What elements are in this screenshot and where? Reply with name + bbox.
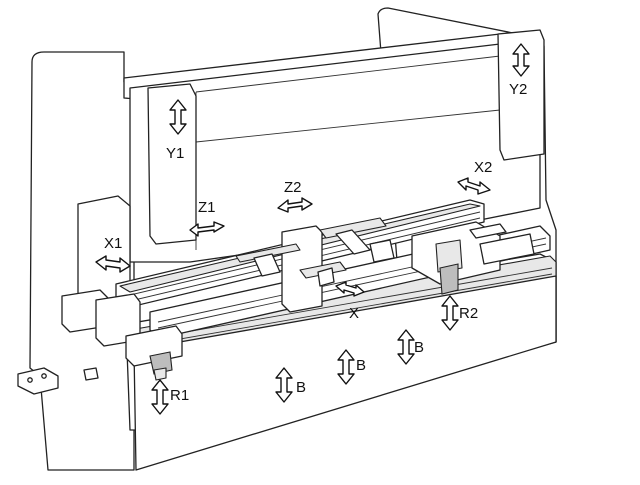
axis-label-z2: Z2 [284, 179, 302, 196]
r2-arrow-icon [441, 295, 459, 331]
b-arrow-icon-1 [275, 367, 293, 403]
b-arrow-icon-3 [397, 329, 415, 365]
axis-label-b2: B [356, 357, 367, 374]
b-arrow-icon-2 [337, 349, 355, 385]
axis-label-b3: B [414, 339, 425, 356]
axis-label-y2: Y2 [509, 81, 528, 98]
y1-arrow-icon [169, 99, 187, 135]
axis-label-r2: R2 [459, 305, 479, 322]
axis-label-b1: B [296, 379, 307, 396]
z1-arrow-icon [189, 221, 225, 237]
z2-arrow-icon [277, 197, 313, 213]
axis-label-x1: X1 [104, 235, 123, 252]
axis-label-x: X [349, 305, 360, 322]
y2-cylinder-column [497, 29, 545, 161]
center-slider [319, 217, 387, 239]
y2-arrow-icon [512, 43, 530, 77]
axis-label-x2: X2 [474, 159, 493, 176]
axis-label-z1: Z1 [198, 199, 216, 216]
z1-slider [235, 243, 301, 263]
axis-label-r1: R1 [170, 387, 190, 404]
r1-arrow-icon [151, 379, 169, 415]
x1-arrow-icon [95, 255, 131, 273]
foot-pad [17, 367, 59, 395]
axis-label-y1: Y1 [166, 145, 185, 162]
x-arrow-icon [335, 281, 365, 297]
x2-arrow-icon [457, 177, 491, 195]
